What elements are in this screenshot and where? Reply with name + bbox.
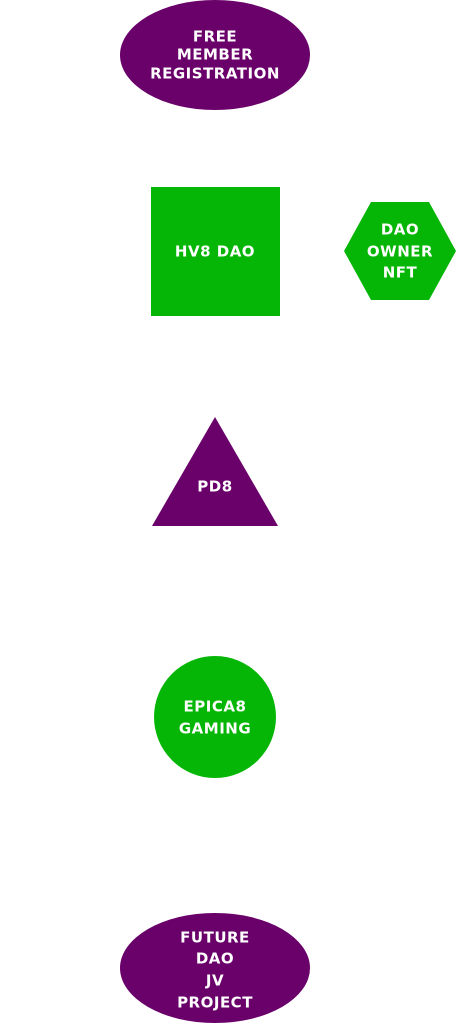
label-line-hv8-dao: HV8 DAO <box>175 243 255 261</box>
circle-shape <box>154 656 276 778</box>
node-free-member-registration: FREE MEMBER REGISTRATION <box>120 0 310 110</box>
label-line-pd8: PD8 <box>197 478 232 496</box>
node-epica8-gaming: EPICA8 GAMING <box>154 656 276 778</box>
label-line-free: FREE <box>193 28 237 46</box>
label-line-registration: REGISTRATION <box>150 65 280 83</box>
label-line-member: MEMBER <box>177 46 253 64</box>
label-line-epica8: EPICA8 <box>184 698 247 716</box>
node-pd8: PD8 <box>152 417 278 526</box>
label-line-owner: OWNER <box>367 243 433 261</box>
ellipse-shape <box>120 913 310 1023</box>
ellipse-shape <box>120 0 310 110</box>
node-future-dao-jv-project: FUTURE DAO JV PROJECT <box>120 913 310 1023</box>
label-line-nft: NFT <box>383 264 418 282</box>
hexagon-shape <box>344 202 456 300</box>
label-line-project: PROJECT <box>177 994 253 1012</box>
node-hv8-dao: HV8 DAO <box>151 187 280 316</box>
label-line-future: FUTURE <box>180 929 250 947</box>
triangle-shape <box>152 417 278 526</box>
label-line-gaming: GAMING <box>179 720 251 738</box>
node-dao-owner-nft: DAO OWNER NFT <box>344 202 456 300</box>
label-line-dao: DAO <box>196 950 234 968</box>
label-line-dao: DAO <box>381 221 419 239</box>
square-shape <box>151 187 280 316</box>
label-line-jv: JV <box>205 972 224 990</box>
